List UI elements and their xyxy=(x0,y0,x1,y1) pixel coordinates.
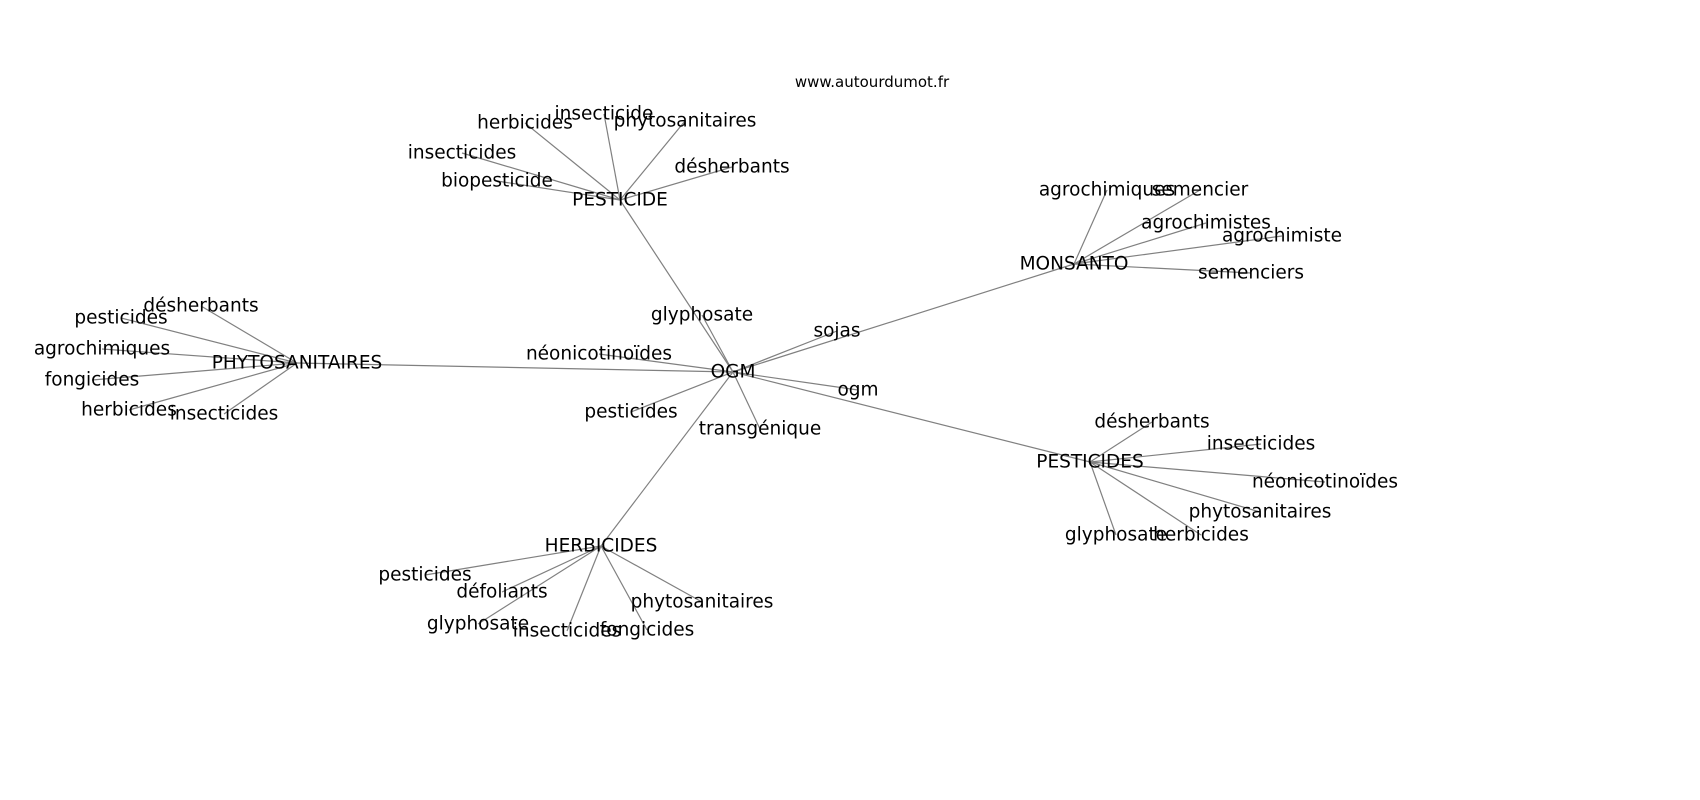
leaf-node-label: semenciers xyxy=(1198,263,1304,284)
edge-line xyxy=(603,113,621,201)
edge-line xyxy=(732,330,838,373)
edge-line xyxy=(732,371,1091,463)
leaf-node-label: phytosanitaires xyxy=(1189,502,1332,523)
edges-layer xyxy=(91,113,1326,632)
leaf-node-label: herbicides xyxy=(1153,525,1249,546)
edge-line xyxy=(1073,235,1283,265)
direct-term-label: sojas xyxy=(813,321,860,342)
leaf-node-label: glyphosate xyxy=(427,614,529,635)
leaf-node-label: phytosanitaires xyxy=(631,592,774,613)
leaf-node-label: biopesticide xyxy=(441,171,553,192)
edge-line xyxy=(619,120,686,201)
edge-line xyxy=(477,545,602,625)
leaf-node-label: insecticides xyxy=(1207,434,1316,455)
edge-line xyxy=(524,122,621,201)
leaf-node-label: insecticides xyxy=(408,143,517,164)
leaf-node-label: néonicotinoïdes xyxy=(1252,472,1398,493)
leaf-node-label: phytosanitaires xyxy=(614,111,757,132)
edge-line xyxy=(598,353,734,373)
leaf-node-label: agrochimiste xyxy=(1222,226,1342,247)
leaf-node-label: désherbants xyxy=(143,296,258,317)
hub-node-label: PESTICIDE xyxy=(572,190,668,211)
edge-line xyxy=(600,545,703,603)
edge-line xyxy=(701,314,734,373)
edge-line xyxy=(732,371,859,391)
edge-line xyxy=(732,263,1075,373)
hub-node-label: PHYTOSANITAIRES xyxy=(212,353,383,374)
leaf-node-label: fongicides xyxy=(600,620,695,641)
edge-line xyxy=(619,166,733,201)
edge-line xyxy=(619,199,734,373)
edge-line xyxy=(600,371,734,547)
direct-term-label: transgénique xyxy=(699,419,821,440)
edge-line xyxy=(1089,421,1153,463)
edge-line xyxy=(1073,189,1201,265)
edge-line xyxy=(630,371,734,413)
edge-line xyxy=(1073,222,1207,265)
edge-line xyxy=(566,545,602,632)
direct-term-label: ogm xyxy=(837,380,878,401)
leaf-node-label: semencier xyxy=(1152,180,1249,201)
leaf-node-label: insecticides xyxy=(170,404,279,425)
leaf-node-label: agrochimiques xyxy=(1039,180,1175,201)
edge-line xyxy=(296,362,734,373)
leaf-node-label: désherbants xyxy=(674,157,789,178)
edge-line xyxy=(223,362,298,415)
edge-line xyxy=(1089,461,1202,536)
leaf-node-label: herbicides xyxy=(477,113,573,134)
edge-line xyxy=(501,545,602,593)
edge-line xyxy=(461,152,621,201)
leaf-node-label: insecticide xyxy=(555,104,654,125)
leaf-node-label: désherbants xyxy=(1094,412,1209,433)
center-node-label: OGM xyxy=(711,362,756,383)
edge-line xyxy=(496,180,621,201)
leaf-node-label: défoliants xyxy=(456,582,547,603)
leaf-node-label: glyphosate xyxy=(1065,525,1167,546)
direct-term-label: pesticides xyxy=(584,402,677,423)
edge-line xyxy=(1089,461,1117,536)
leaf-node-label: insecticides xyxy=(513,621,622,642)
edge-line xyxy=(1089,461,1261,513)
direct-term-label: glyphosate xyxy=(651,305,753,326)
hub-node-label: PESTICIDES xyxy=(1036,452,1143,473)
labels-layer: OGMPESTICIDEherbicidesinsecticidephytosa… xyxy=(34,104,1398,642)
leaf-node-label: herbicides xyxy=(81,400,177,421)
edge-line xyxy=(120,317,298,364)
edge-line xyxy=(1073,189,1108,265)
edge-line xyxy=(101,348,298,364)
leaf-node-label: agrochimiques xyxy=(34,339,170,360)
hub-node-label: HERBICIDES xyxy=(545,536,658,557)
edge-line xyxy=(600,545,648,631)
edge-line xyxy=(732,371,761,430)
hub-node-label: MONSANTO xyxy=(1020,254,1129,275)
edge-line xyxy=(128,362,298,411)
edge-line xyxy=(1089,443,1262,463)
leaf-node-label: agrochimistes xyxy=(1141,213,1271,234)
edge-line xyxy=(91,362,298,381)
leaf-node-label: pesticides xyxy=(378,565,471,586)
edge-line xyxy=(200,305,298,364)
edge-line xyxy=(424,545,602,576)
edge-line xyxy=(1089,461,1326,483)
edge-line xyxy=(1073,263,1252,274)
leaf-node-label: pesticides xyxy=(74,308,167,329)
leaf-node-label: fongicides xyxy=(45,370,140,391)
direct-term-label: néonicotinoïdes xyxy=(526,344,672,365)
